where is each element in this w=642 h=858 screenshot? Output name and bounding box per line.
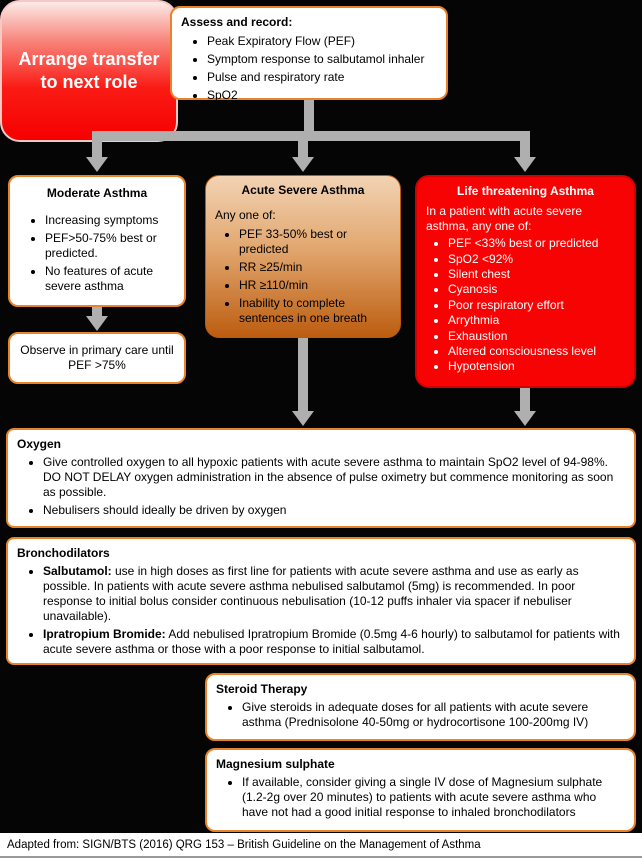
- assess-title: Assess and record:: [181, 15, 293, 29]
- list-item: Ipratropium Bromide: Add nebulised Iprat…: [43, 627, 625, 657]
- bronchodilators-box: Bronchodilators Salbutamol: use in high …: [6, 537, 636, 665]
- list-item: SpO2: [207, 88, 437, 103]
- arrow-to-lt-head: [514, 157, 536, 172]
- list-item: PEF 33-50% best or predicted: [239, 227, 391, 257]
- steroid-therapy-box: Steroid Therapy Give steroids in adequat…: [205, 673, 636, 741]
- drug-text: use in high doses as first line for pati…: [43, 564, 579, 623]
- arrow-to-lt-shaft: [520, 141, 530, 158]
- list-item: RR ≥25/min: [239, 260, 391, 275]
- list-item: Give steroids in adequate doses for all …: [242, 700, 625, 730]
- oxygen-title: Oxygen: [17, 437, 62, 451]
- moderate-list: Increasing symptoms PEF>50-75% best or p…: [19, 213, 175, 294]
- list-item: Peak Expiratory Flow (PEF): [207, 34, 437, 49]
- list-item: Altered consciousness level: [448, 344, 625, 358]
- observe-text: Observe in primary care until PEF >75%: [20, 343, 174, 372]
- list-item: SpO2 <92%: [448, 252, 625, 266]
- list-item: Inability to complete sentences in one b…: [239, 296, 391, 326]
- moderate-title: Moderate Asthma: [46, 186, 148, 200]
- arrow-lt-oxygen-head: [514, 411, 536, 426]
- assess-list: Peak Expiratory Flow (PEF) Symptom respo…: [181, 34, 437, 103]
- steroid-list: Give steroids in adequate doses for all …: [216, 700, 625, 730]
- arrow-to-moderate-shaft: [92, 141, 102, 158]
- magnesium-sulphate-box: Magnesium sulphate If available, conside…: [205, 748, 636, 832]
- list-item: Silent chest: [448, 267, 625, 281]
- list-item: Hypotension: [448, 359, 625, 373]
- list-item: Symptom response to salbutamol inhaler: [207, 52, 437, 67]
- acute-severe-intro: Any one of:: [215, 208, 276, 222]
- steroid-title: Steroid Therapy: [216, 682, 308, 696]
- list-item: Exhaustion: [448, 329, 625, 343]
- list-item: Pulse and respiratory rate: [207, 70, 437, 85]
- arrow-acute-oxygen-shaft: [298, 338, 308, 412]
- list-item: Nebulisers should ideally be driven by o…: [43, 503, 625, 518]
- oxygen-list: Give controlled oxygen to all hypoxic pa…: [17, 455, 625, 518]
- list-item: Cyanosis: [448, 282, 625, 296]
- life-threatening-title: Life threatening Asthma: [457, 184, 594, 198]
- list-item: PEF <33% best or predicted: [448, 236, 625, 250]
- bronchodilators-title: Bronchodilators: [17, 546, 110, 560]
- footer: Adapted from: SIGN/BTS (2016) QRG 153 – …: [0, 833, 642, 858]
- list-item: If available, consider giving a single I…: [242, 775, 625, 820]
- list-item: Poor respiratory effort: [448, 298, 625, 312]
- list-item: Salbutamol: use in high doses as first l…: [43, 564, 625, 624]
- drug-text: Add nebulised Ipratropium Bromide (0.5mg…: [43, 627, 620, 656]
- connector-horizontal: [92, 131, 530, 141]
- observe-box: Observe in primary care until PEF >75%: [8, 332, 186, 384]
- acute-severe-box: Acute Severe Asthma Any one of: PEF 33-5…: [205, 175, 401, 338]
- connector-top-vertical: [304, 100, 314, 141]
- arrow-moderate-observe-shaft: [92, 307, 102, 317]
- assess-box: Assess and record: Peak Expiratory Flow …: [170, 6, 448, 103]
- arrow-to-acute-shaft: [298, 141, 308, 158]
- list-item: PEF>50-75% best or predicted.: [45, 231, 175, 261]
- moderate-asthma-box: Moderate Asthma Increasing symptoms PEF>…: [8, 175, 186, 307]
- bronchodilators-list: Salbutamol: use in high doses as first l…: [17, 564, 625, 657]
- arrow-to-acute-head: [292, 157, 314, 172]
- arrange-transfer-label: Arrange transfer to next role: [18, 48, 160, 92]
- arrow-to-moderate-head: [86, 157, 108, 172]
- list-item: Arrythmia: [448, 313, 625, 327]
- arrow-moderate-observe-head: [86, 316, 108, 331]
- oxygen-box: Oxygen Give controlled oxygen to all hyp…: [6, 428, 636, 528]
- magnesium-list: If available, consider giving a single I…: [216, 775, 625, 820]
- life-threatening-box: Life threatening Asthma In a patient wit…: [415, 175, 636, 388]
- list-item: Increasing symptoms: [45, 213, 175, 228]
- list-item: No features of acute severe asthma: [45, 264, 175, 294]
- acute-severe-list: PEF 33-50% best or predicted RR ≥25/min …: [215, 227, 391, 326]
- list-item: Give controlled oxygen to all hypoxic pa…: [43, 455, 625, 500]
- acute-severe-title: Acute Severe Asthma: [241, 183, 365, 197]
- arrange-transfer-box: Arrange transfer to next role: [0, 0, 178, 142]
- arrow-lt-oxygen-shaft: [520, 388, 530, 412]
- magnesium-title: Magnesium sulphate: [216, 757, 335, 771]
- drug-name: Salbutamol:: [43, 564, 112, 578]
- life-threatening-intro: In a patient with acute severe asthma, a…: [426, 204, 583, 233]
- drug-name: Ipratropium Bromide:: [43, 627, 166, 641]
- life-threatening-list: PEF <33% best or predicted SpO2 <92% Sil…: [426, 236, 625, 374]
- footer-text: Adapted from: SIGN/BTS (2016) QRG 153 – …: [7, 838, 481, 851]
- list-item: HR ≥110/min: [239, 278, 391, 293]
- arrow-acute-oxygen-head: [292, 411, 314, 426]
